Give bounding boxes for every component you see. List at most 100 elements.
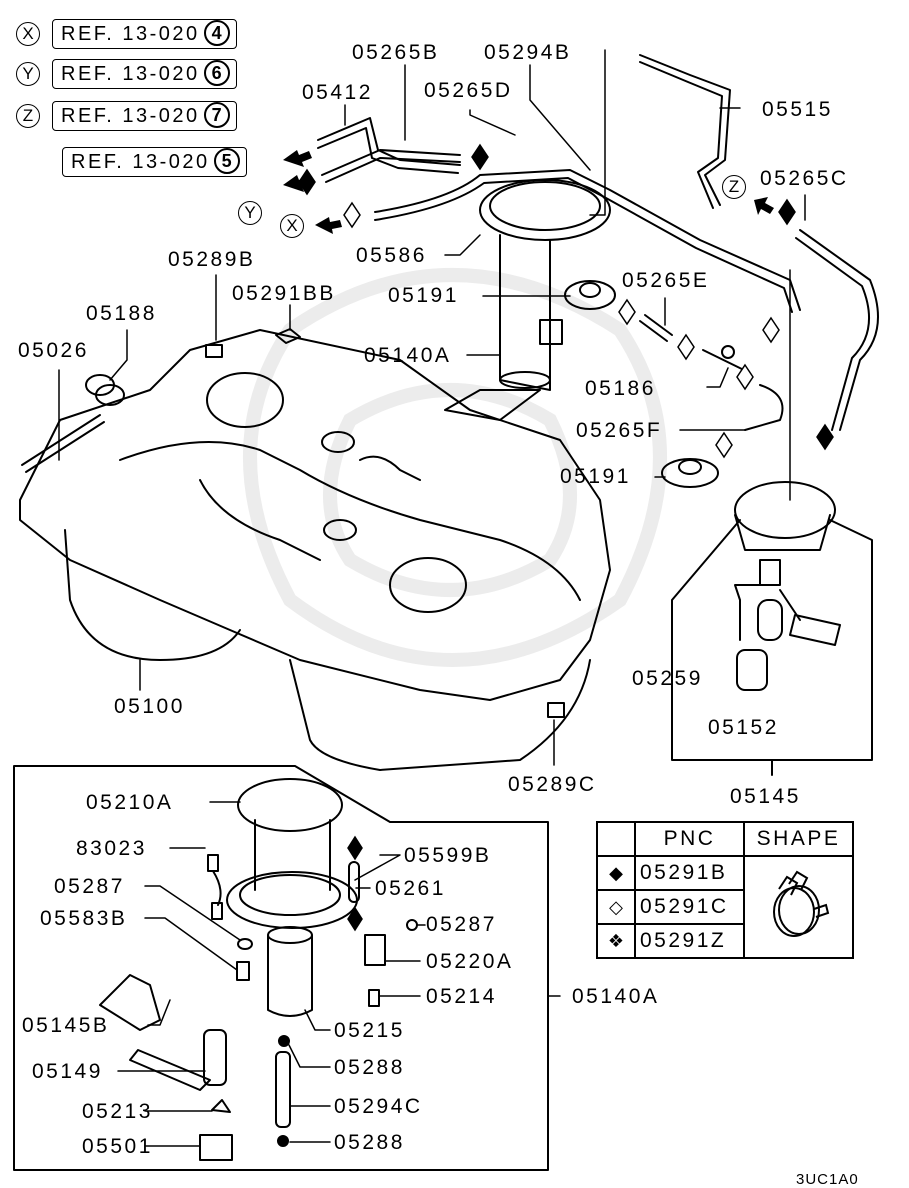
hose-05412 bbox=[317, 117, 461, 174]
part-label-05149[interactable]: 05149 bbox=[32, 1060, 103, 1083]
tube-05294C bbox=[275, 1051, 291, 1128]
marker-x-ref4: X bbox=[16, 22, 40, 46]
part-label-05288-lower[interactable]: 05288 bbox=[334, 1131, 405, 1154]
legend-pnc[interactable]: 05291B bbox=[634, 855, 745, 891]
filled-diamond-icon bbox=[471, 143, 489, 171]
bracket-05145 bbox=[671, 519, 873, 776]
fuel-tank bbox=[19, 329, 611, 771]
filled-diamond-icon bbox=[778, 198, 796, 226]
part-label-05215[interactable]: 05215 bbox=[334, 1019, 405, 1042]
pump-module-05210A bbox=[226, 778, 358, 929]
part-label-05515[interactable]: 05515 bbox=[762, 98, 833, 121]
valve-05186 bbox=[702, 345, 749, 373]
part-label-05583B[interactable]: 05583B bbox=[40, 907, 128, 930]
clip-05583B bbox=[236, 961, 250, 981]
legend-row: ◇ 05291C bbox=[596, 889, 853, 925]
part-label-05265B[interactable]: 05265B bbox=[352, 41, 440, 64]
sender-unit-05145 bbox=[734, 481, 841, 691]
part-label-05140A-inset[interactable]: 05140A bbox=[572, 985, 660, 1008]
filler-hose-05026 bbox=[21, 414, 105, 473]
hose-05515 bbox=[639, 54, 731, 209]
part-label-05145B[interactable]: 05145B bbox=[22, 1014, 110, 1037]
part-label-05213[interactable]: 05213 bbox=[82, 1100, 153, 1123]
part-label-05220A[interactable]: 05220A bbox=[426, 950, 514, 973]
legend-pnc[interactable]: 05291C bbox=[634, 889, 745, 925]
filled-diamond-icon: ◆ bbox=[596, 855, 636, 891]
part-label-05186[interactable]: 05186 bbox=[585, 377, 656, 400]
bracket-05501 bbox=[199, 1134, 233, 1161]
cap-05191-lower bbox=[661, 458, 719, 488]
part-label-05026[interactable]: 05026 bbox=[18, 339, 89, 362]
pump-05149 bbox=[129, 1029, 227, 1091]
marker-z-ref7: Z bbox=[16, 104, 40, 128]
clamp-shape-image bbox=[743, 855, 854, 959]
arrow-ref5-1 bbox=[283, 150, 312, 167]
part-label-05501[interactable]: 05501 bbox=[82, 1135, 153, 1158]
part-label-05214[interactable]: 05214 bbox=[426, 985, 497, 1008]
part-label-05188[interactable]: 05188 bbox=[86, 302, 157, 325]
part-label-05412[interactable]: 05412 bbox=[302, 81, 373, 104]
part-label-05294B[interactable]: 05294B bbox=[484, 41, 572, 64]
part-label-05145[interactable]: 05145 bbox=[730, 785, 801, 808]
clip-05291BB bbox=[275, 328, 301, 344]
hose-05265C bbox=[795, 229, 879, 431]
arrow-x bbox=[315, 217, 342, 234]
hose-clamp-icon bbox=[772, 870, 829, 937]
part-label-05265C[interactable]: 05265C bbox=[760, 167, 849, 190]
watermark-emblem bbox=[243, 268, 667, 667]
legend-row: ❖ 05291Z bbox=[596, 923, 853, 959]
connector-y: Y bbox=[238, 201, 262, 225]
part-label-05265F[interactable]: 05265F bbox=[576, 419, 663, 442]
part-label-05289B[interactable]: 05289B bbox=[168, 248, 256, 271]
legend-pnc[interactable]: 05291Z bbox=[634, 923, 745, 959]
clamp-legend-table: PNC SHAPE ◆ 05291B ◇ 05291C ❖ 05291Z bbox=[596, 821, 854, 959]
oring-05288-lower bbox=[277, 1135, 289, 1147]
part-label-05261[interactable]: 05261 bbox=[375, 877, 446, 900]
marker-y-ref6: Y bbox=[16, 62, 40, 86]
part-label-05291BB[interactable]: 05291BB bbox=[232, 282, 336, 305]
part-label-05287-right[interactable]: 05287 bbox=[426, 913, 497, 936]
open-diamond-icon bbox=[618, 298, 636, 326]
regulator-05220A bbox=[364, 934, 386, 966]
pump-module-05586 bbox=[444, 179, 611, 421]
part-label-05140A-upper[interactable]: 05140A bbox=[364, 344, 452, 367]
reference-number: 5 bbox=[213, 147, 240, 174]
legend-header-row: PNC SHAPE bbox=[596, 821, 854, 857]
filled-diamond-icon bbox=[816, 423, 834, 451]
part-label-05152[interactable]: 05152 bbox=[708, 716, 779, 739]
reference-number: 6 bbox=[203, 59, 230, 86]
part-label-05210A[interactable]: 05210A bbox=[86, 791, 174, 814]
part-label-83023[interactable]: 83023 bbox=[76, 837, 147, 860]
harness-83023 bbox=[207, 854, 223, 920]
legend-pnc-header: PNC bbox=[634, 821, 745, 857]
connector-x: X bbox=[280, 214, 304, 238]
part-label-05599B[interactable]: 05599B bbox=[404, 844, 492, 867]
diagram-code: 3UC1A0 bbox=[796, 1171, 859, 1188]
gasket-05213 bbox=[211, 1099, 231, 1113]
hose-05265B bbox=[321, 149, 461, 183]
part-label-05100[interactable]: 05100 bbox=[114, 695, 185, 718]
part-label-05191-lower[interactable]: 05191 bbox=[560, 465, 631, 488]
open-diamond-icon bbox=[762, 316, 780, 344]
bracket-05214 bbox=[368, 989, 380, 1007]
oring-05288-upper bbox=[278, 1035, 290, 1047]
part-label-05586[interactable]: 05586 bbox=[356, 244, 427, 267]
reference-text: REF. 13-020 bbox=[71, 151, 210, 173]
dotted-diamond-icon: ❖ bbox=[596, 923, 636, 959]
arrows bbox=[283, 150, 774, 234]
nut-05289C bbox=[547, 702, 565, 718]
part-label-05265D[interactable]: 05265D bbox=[424, 79, 513, 102]
part-label-05191-upper[interactable]: 05191 bbox=[388, 284, 459, 307]
part-label-05288-upper[interactable]: 05288 bbox=[334, 1056, 405, 1079]
part-label-05294C[interactable]: 05294C bbox=[334, 1095, 423, 1118]
part-label-05289C[interactable]: 05289C bbox=[508, 773, 597, 796]
part-label-05287-left[interactable]: 05287 bbox=[54, 875, 125, 898]
part-label-05259[interactable]: 05259 bbox=[632, 667, 703, 690]
tube-05599B bbox=[348, 861, 360, 903]
part-label-05265E[interactable]: 05265E bbox=[622, 269, 710, 292]
